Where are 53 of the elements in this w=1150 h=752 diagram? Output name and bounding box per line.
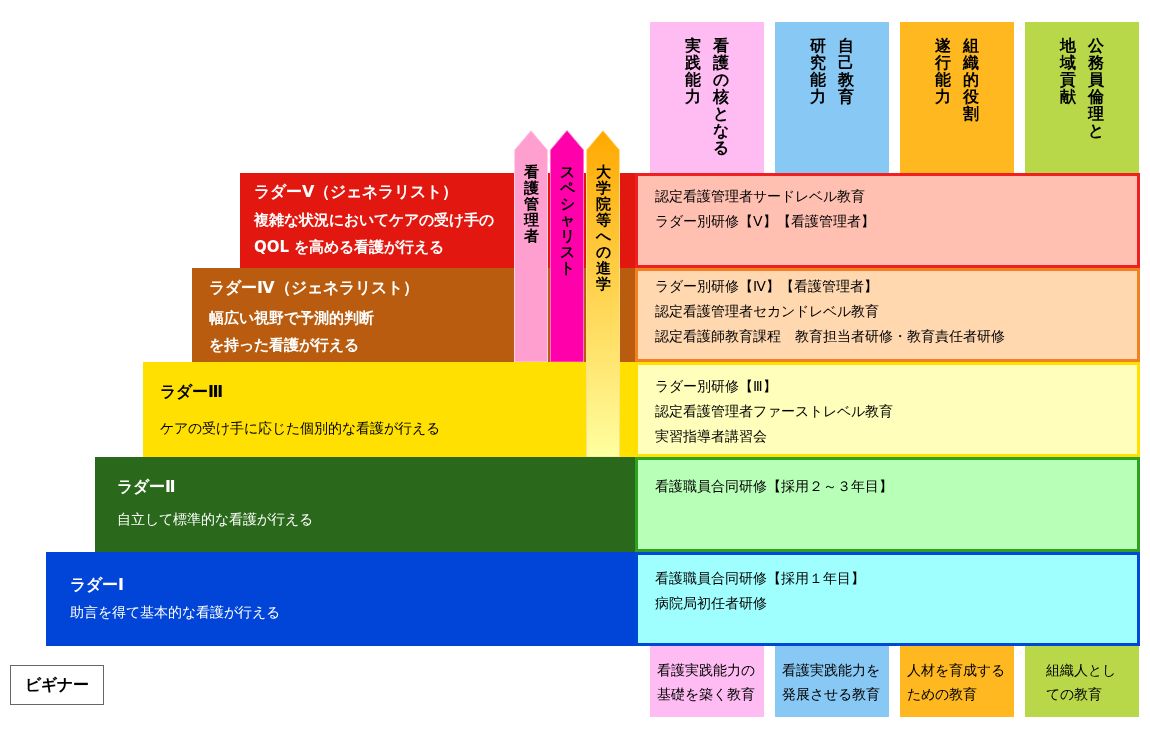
training-item: 認定看護師教育課程 教育担当者研修・教育責任者研修 [655, 327, 1005, 346]
ladder-step [143, 362, 635, 457]
training-item: 認定看護管理者セカンドレベル教育 [655, 302, 879, 321]
level-description: 幅広い視野で予測的判断を持った看護が行える [209, 308, 375, 356]
training-item: 実習指導者講習会 [655, 427, 767, 446]
level-description: ケアの受け手に応じた個別的な看護が行える [160, 419, 440, 438]
level-title: ラダーⅤ（ジェネラリスト） [254, 181, 459, 203]
category-label: 組織人としての教育 [1046, 660, 1117, 704]
training-panel [635, 173, 1140, 268]
category-box [1025, 646, 1139, 717]
level-title: ラダーⅣ（ジェネラリスト） [209, 277, 419, 299]
category-label: 看護実践能力の基礎を築く教育 [657, 660, 756, 704]
training-panel [635, 268, 1140, 362]
column-heading: 公務員倫理と地域貢献 [1059, 37, 1105, 141]
category-box [775, 646, 889, 717]
level-description: 助言を得て基本的な看護が行える [70, 603, 280, 622]
level-title: ビギナー [25, 674, 89, 696]
training-item: 看護職員合同研修【採用２～３年目】 [655, 477, 893, 496]
category-label: 看護実践能力を発展させる教育 [782, 660, 881, 704]
banner-label: スペシャリスト [558, 164, 576, 276]
category-box [650, 646, 764, 717]
training-item: 病院局初任者研修 [655, 594, 767, 613]
level-title: ラダーⅡ [117, 476, 176, 498]
category-column [775, 22, 889, 173]
column-heading: 組織的役割遂行能力 [934, 37, 980, 124]
pointed-banner [514, 130, 548, 362]
banner-label: 看護管理者 [522, 164, 540, 244]
training-panel [635, 552, 1140, 646]
category-column [900, 22, 1014, 173]
level-description: 複雑な状況においてケアの受け手のQOL を高める看護が行える [254, 210, 495, 258]
level-title: ラダーⅠ [70, 574, 124, 596]
training-panel [635, 457, 1140, 552]
level-description: 自立して標準的な看護が行える [117, 510, 313, 529]
category-box [900, 646, 1014, 717]
level-box [10, 665, 104, 705]
pointed-banner [586, 130, 620, 457]
training-panel [635, 362, 1140, 457]
level-title: ラダーⅢ [160, 381, 224, 403]
training-item: 看護職員合同研修【採用１年目】 [655, 569, 865, 588]
training-item: 認定看護管理者ファーストレベル教育 [655, 402, 893, 421]
training-item: ラダー別研修【Ⅲ】 [655, 377, 777, 396]
pointed-banner [550, 130, 584, 362]
category-column [650, 22, 764, 173]
category-column [1025, 22, 1139, 173]
training-item: ラダー別研修【Ⅴ】【看護管理者】 [655, 212, 875, 231]
training-item: ラダー別研修【Ⅳ】【看護管理者】 [655, 277, 878, 296]
ladder-step [46, 552, 635, 646]
training-item: 認定看護管理者サードレベル教育 [655, 187, 865, 206]
category-label: 人材を育成するための教育 [907, 660, 1006, 704]
ladder-step [95, 457, 635, 552]
banner-label: 大学院等への進学 [594, 164, 612, 292]
column-heading: 自己教育研究能力 [809, 37, 855, 107]
column-heading: 看護の核となる実践能力 [684, 37, 730, 158]
